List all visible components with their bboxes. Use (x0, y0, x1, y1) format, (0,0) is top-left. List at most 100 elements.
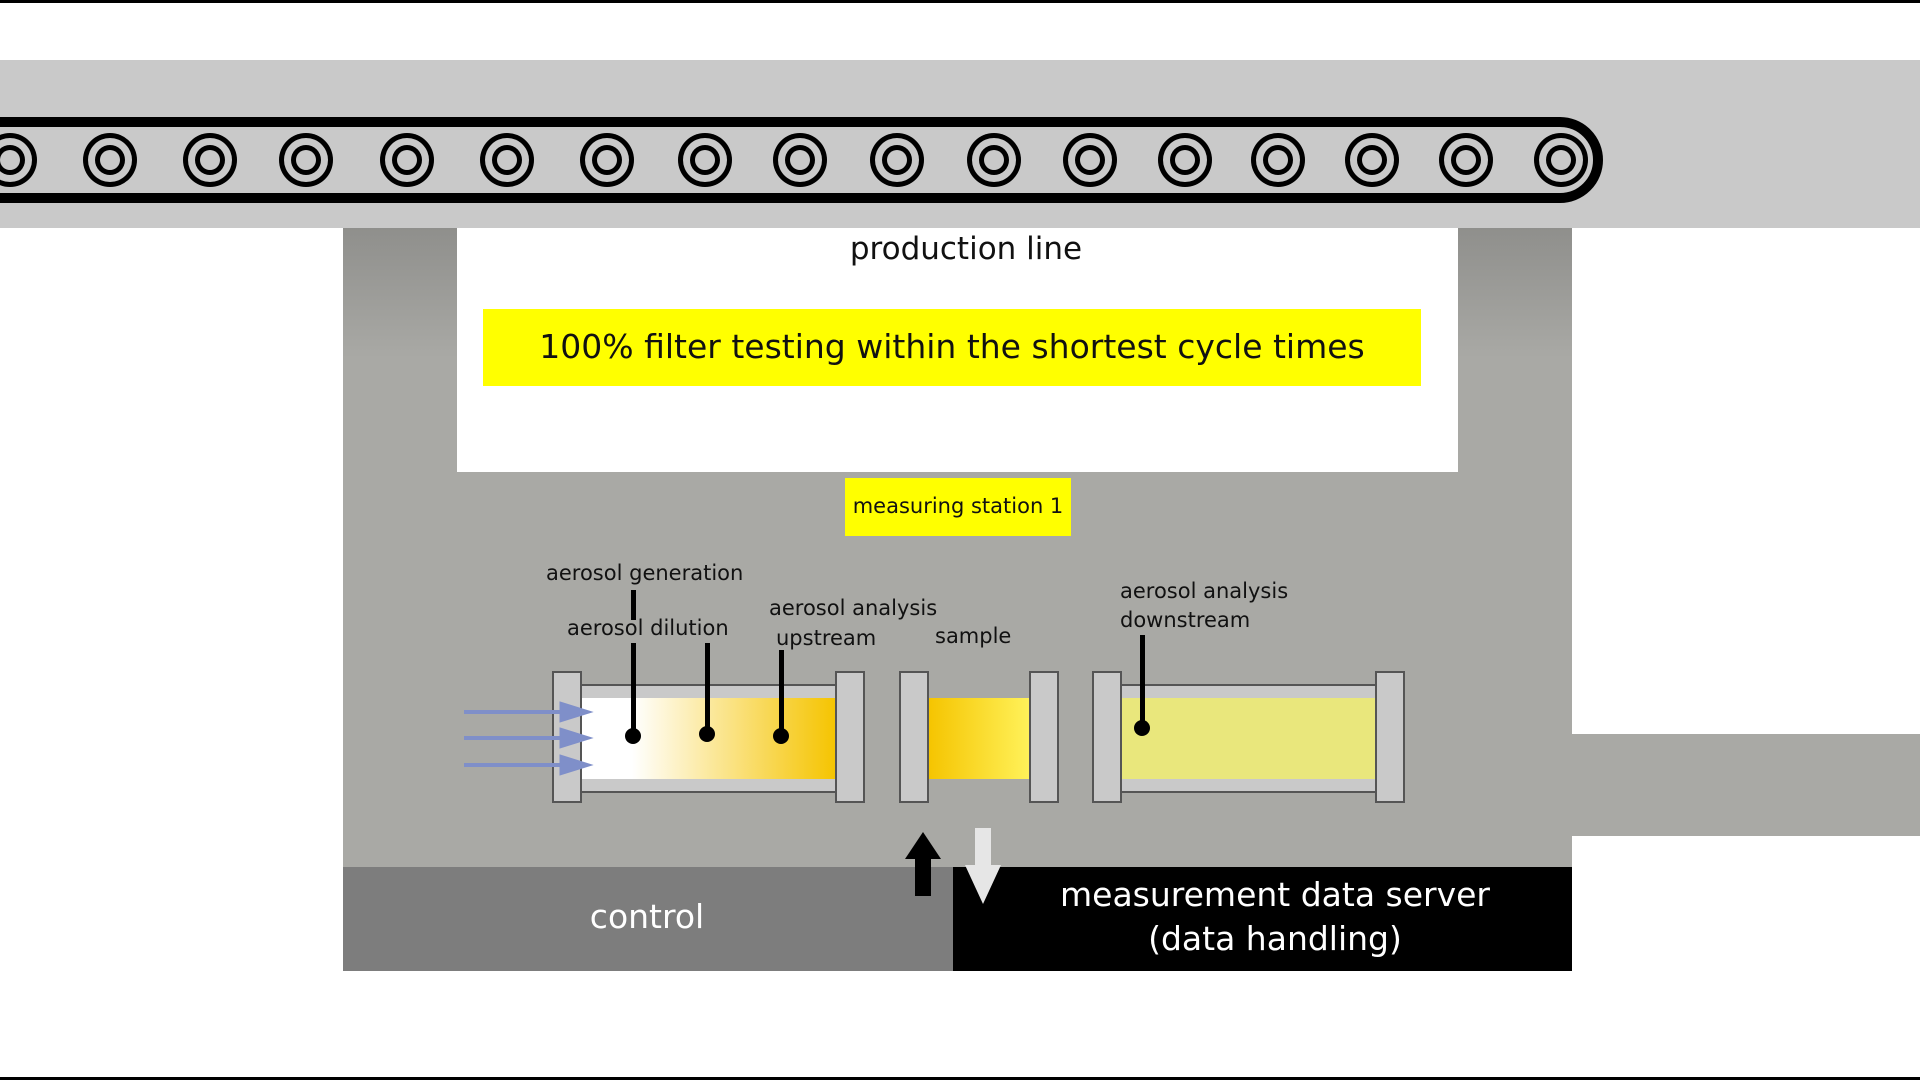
belt-link (504, 197, 520, 203)
belt-link (264, 117, 280, 123)
roller-icon (773, 133, 827, 187)
belt-link (1104, 197, 1120, 203)
belt-link (120, 117, 136, 123)
data-server-label-1: measurement data server (1060, 875, 1490, 914)
belt-link (1440, 117, 1456, 123)
belt-link (144, 117, 160, 123)
belt-link (912, 117, 928, 123)
belt-link (1512, 197, 1528, 203)
belt-link (552, 197, 568, 203)
belt-link (768, 117, 784, 123)
measuring-station-label: measuring station 1 (853, 494, 1064, 518)
belt-link (192, 117, 208, 123)
aerosol-dilution-label: aerosol dilution (567, 616, 729, 640)
belt-link (840, 117, 856, 123)
headline-text: 100% filter testing within the shortest … (539, 327, 1364, 366)
belt-link (1128, 197, 1144, 203)
belt-link (240, 197, 256, 203)
roller-icon (580, 133, 634, 187)
belt-link (1488, 117, 1504, 123)
belt-link (960, 117, 976, 123)
belt-link (96, 117, 112, 123)
sample-tube (899, 671, 1059, 803)
belt-link (168, 197, 184, 203)
belt-link (288, 117, 304, 123)
roller-icon (183, 133, 237, 187)
belt-link (1536, 117, 1552, 123)
belt-link (456, 197, 472, 203)
belt-link (1320, 197, 1336, 203)
belt-link (480, 117, 496, 123)
belt-link (1272, 197, 1288, 203)
belt-link (816, 117, 832, 123)
belt-link (1104, 117, 1120, 123)
probe-downstream (1134, 635, 1150, 736)
belt-link (744, 197, 760, 203)
belt-link (24, 117, 40, 123)
belt-link (1128, 117, 1144, 123)
belt-link (696, 197, 712, 203)
belt-link (1248, 197, 1264, 203)
analysis-downstream-label-2: downstream (1120, 608, 1250, 632)
belt-link (576, 117, 592, 123)
belt-link (432, 117, 448, 123)
arrow-up-icon (905, 832, 941, 896)
roller-icon (870, 133, 924, 187)
roller-icon (380, 133, 434, 187)
belt-link (1008, 197, 1024, 203)
belt-link (312, 197, 328, 203)
belt-link (0, 197, 16, 203)
belt-link (192, 197, 208, 203)
aerosol-generation-label: aerosol generation (546, 561, 743, 585)
belt-link (960, 197, 976, 203)
belt-link (552, 117, 568, 123)
roller-icon (1534, 133, 1588, 187)
belt-link (1224, 197, 1240, 203)
belt-link (1296, 197, 1312, 203)
belt-link (336, 197, 352, 203)
belt-link (720, 197, 736, 203)
belt-link (600, 197, 616, 203)
belt-link (936, 197, 952, 203)
belt-link (1176, 117, 1192, 123)
belt-link (888, 117, 904, 123)
belt-link (1368, 197, 1384, 203)
belt-link (840, 197, 856, 203)
belt-link (744, 117, 760, 123)
belt-link (480, 197, 496, 203)
belt-link (1080, 197, 1096, 203)
belt-link (816, 197, 832, 203)
belt-link (792, 197, 808, 203)
sample-label: sample (935, 624, 1011, 648)
data-server-panel (953, 867, 1572, 971)
air-flow-arrows (464, 701, 594, 776)
station-pillar-right (1458, 228, 1572, 358)
belt-link (96, 197, 112, 203)
roller-icon (967, 133, 1021, 187)
probe-generation (625, 590, 641, 744)
roller-icon (83, 133, 137, 187)
downstream-tube (1092, 671, 1405, 803)
belt-link (240, 117, 256, 123)
belt-link (216, 117, 232, 123)
belt-link (168, 117, 184, 123)
analysis-upstream-label-2: upstream (776, 626, 876, 650)
belt-link (144, 197, 160, 203)
belt-link (48, 197, 64, 203)
analysis-downstream-label-1: aerosol analysis (1120, 579, 1288, 603)
belt-link (1464, 197, 1480, 203)
belt-link (48, 117, 64, 123)
belt-link (624, 117, 640, 123)
roller-icon (480, 133, 534, 187)
production-line-label: production line (850, 231, 1082, 267)
headline-banner (483, 309, 1421, 386)
belt-link (1152, 197, 1168, 203)
belt-link (600, 117, 616, 123)
control-label: control (590, 897, 704, 936)
probe-dilution (699, 643, 715, 742)
bottom-border (0, 1077, 1920, 1080)
belt-link (1056, 197, 1072, 203)
belt-link (1416, 117, 1432, 123)
belt-link (336, 117, 352, 123)
probe-upstream (773, 650, 789, 744)
